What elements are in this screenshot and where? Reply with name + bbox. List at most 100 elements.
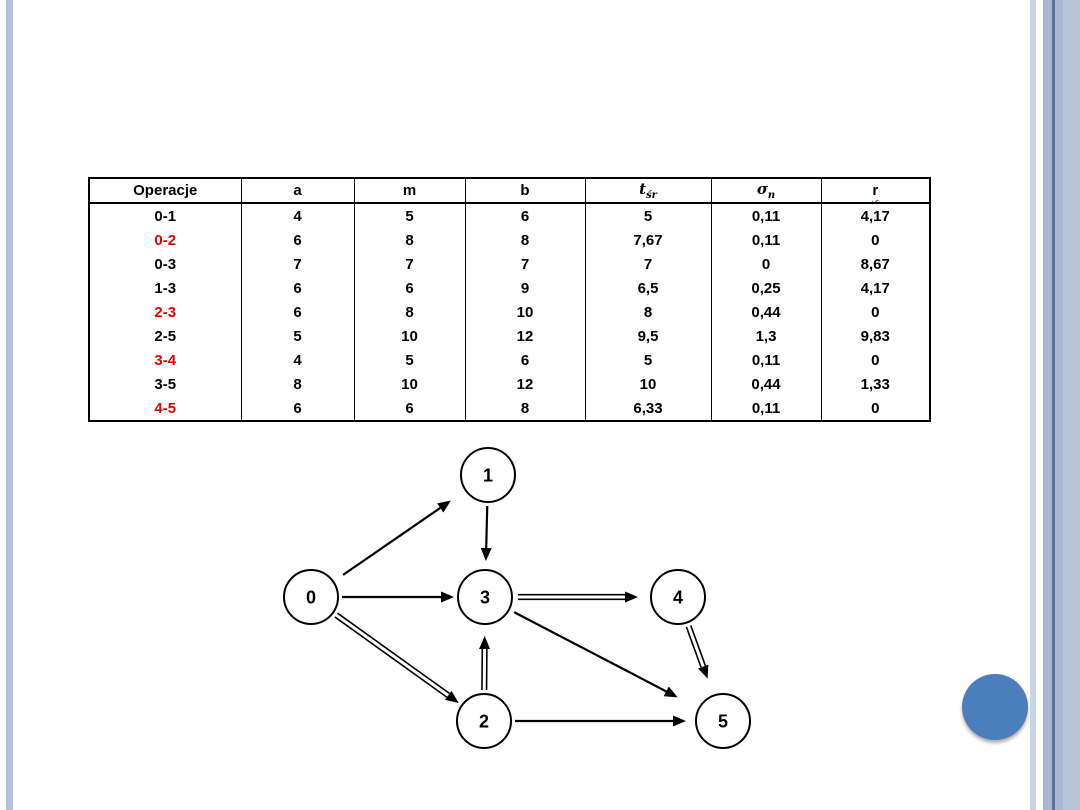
col-header-r: r (821, 178, 930, 204)
cell-value: 0 (871, 351, 880, 369)
arrowhead (698, 664, 709, 679)
edge-0-2 (334, 612, 459, 703)
cell-value: 0,11 (711, 396, 822, 421)
node-label: 3 (480, 588, 490, 608)
arrowhead (479, 635, 491, 650)
edge-4-5 (685, 625, 709, 679)
cell-value: 5 (241, 324, 355, 348)
node-label: 5 (718, 712, 728, 732)
blue-circle-decoration (962, 674, 1028, 740)
cell-value: 8 (585, 300, 712, 324)
cell-operation: 1-3 (89, 276, 242, 300)
edge-3-5 (513, 611, 678, 698)
cell-value: 5 (354, 348, 466, 372)
cell-value: 0,25 (711, 276, 822, 300)
cell-value: 6 (241, 300, 355, 324)
arrowhead (441, 591, 454, 603)
cell-value: 8 (241, 372, 355, 396)
cell-value: 8 (465, 396, 586, 421)
cell-value: 7 (465, 252, 586, 276)
cell-operation: 2-5 (89, 324, 242, 348)
cell-value: 0 (711, 252, 822, 276)
cell-value: 6,33 (585, 396, 712, 421)
right-band-dark-line-decoration (1052, 0, 1055, 810)
right-band-light-decoration (1063, 0, 1080, 810)
cell-value: 1,33 (860, 375, 890, 393)
col-header-b: b (465, 178, 586, 204)
cell-operation: 0-2 (89, 228, 242, 252)
cell-value: 4 (241, 348, 355, 372)
cell-value: 6 (354, 396, 466, 421)
cell-value: 10 (465, 300, 586, 324)
cell-value: 4 (241, 203, 355, 228)
edge-0-1 (342, 500, 451, 576)
node-0: 0 (283, 569, 339, 625)
cell-value: 12 (465, 324, 586, 348)
node-label: 1 (483, 466, 493, 486)
edge-0-3 (342, 591, 454, 603)
left-stripe-decoration (6, 0, 13, 810)
cell-value: 6 (465, 203, 586, 228)
right-band-decoration (1043, 0, 1080, 810)
cell-value: 6 (241, 396, 355, 421)
cell-value: 4,17 (860, 207, 890, 225)
cell-value: 7 (241, 252, 355, 276)
arrowhead (625, 591, 638, 603)
arrowhead (445, 690, 459, 703)
cell-value: 0 (871, 303, 880, 321)
node-label: 0 (306, 588, 316, 608)
cell-operation: 0-3 (89, 252, 242, 276)
arrowhead (437, 500, 451, 513)
edge-3-4 (518, 591, 638, 603)
arrowhead (673, 715, 686, 727)
cell-value: 6 (241, 276, 355, 300)
col-header-t: tśr (585, 178, 712, 204)
node-label: 4 (673, 588, 683, 608)
cell-value: 6 (465, 348, 586, 372)
arrowhead (663, 686, 678, 698)
cell-operation: 3-4 (89, 348, 242, 372)
cell-value: 0 (871, 231, 880, 249)
cell-value: 8 (354, 300, 466, 324)
node-2: 2 (456, 693, 512, 749)
cell-value: 9,83 (860, 327, 890, 345)
cell-value: 0,44 (711, 372, 822, 396)
cell-value: 6,5 (585, 276, 712, 300)
cell-value: 6 (354, 276, 466, 300)
cell-value: 0,11 (711, 203, 822, 228)
cell-value: 4,17 (860, 279, 890, 297)
arrowhead (480, 547, 492, 562)
cell-operation: 0-1 (89, 203, 242, 228)
cell-value: 12 (465, 372, 586, 396)
node-4: 4 (650, 569, 706, 625)
cell-value: 7,67 (585, 228, 712, 252)
cell-value: 6 (241, 228, 355, 252)
cell-value: 0,11 (711, 228, 822, 252)
col-header-σ: σn (711, 178, 822, 204)
cell-value: 1,3 (711, 324, 822, 348)
cell-value: 8 (465, 228, 586, 252)
cell-value: 9,5 (585, 324, 712, 348)
edge-2-3 (479, 635, 491, 691)
node-3: 3 (457, 569, 513, 625)
cell-value: 9 (465, 276, 586, 300)
edge-2-5 (515, 715, 686, 727)
cell-value: 0 (871, 399, 880, 417)
cell-value: 10 (585, 372, 712, 396)
cell-value: 5 (585, 348, 712, 372)
cell-operation: 4-5 (89, 396, 242, 421)
